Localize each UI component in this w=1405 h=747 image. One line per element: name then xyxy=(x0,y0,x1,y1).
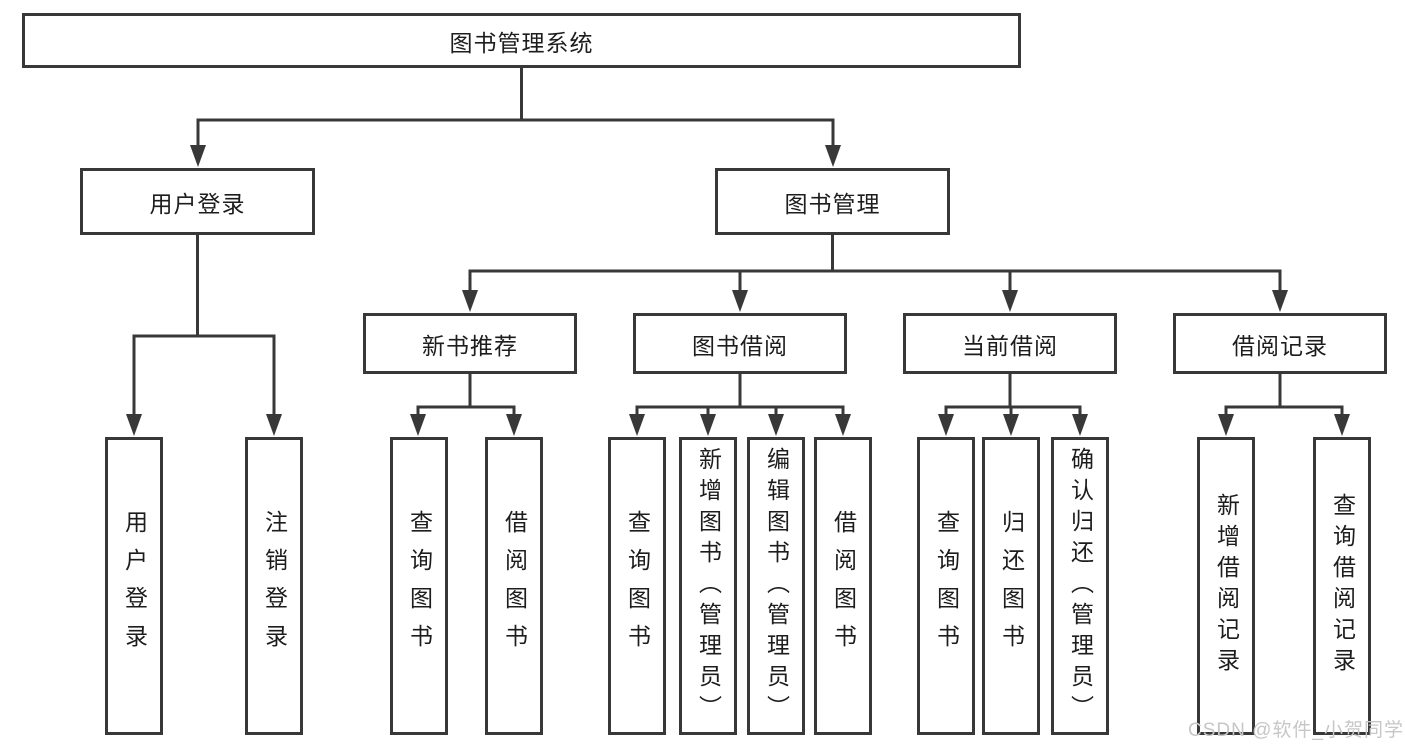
node-borrow-records-label: 借阅记录 xyxy=(1232,332,1328,359)
leaf-return-book-label: 归还图书 xyxy=(998,510,1025,662)
leaf-add-borrow-record-label: 新增借阅记录 xyxy=(1213,493,1240,679)
leaf-edit-book-admin-label: 编辑图书（管理员） xyxy=(763,446,790,726)
arrowheads xyxy=(126,145,1350,436)
leaf-borrow-books-recommend-label: 借阅图书 xyxy=(501,510,528,662)
leaf-query-books-recommend-label: 查询图书 xyxy=(406,510,433,662)
node-current-borrow: 当前借阅 xyxy=(903,313,1117,374)
node-root: 图书管理系统 xyxy=(22,13,1021,68)
node-user-login-label: 用户登录 xyxy=(149,190,246,217)
node-new-book-recommend: 新书推荐 xyxy=(363,313,577,374)
leaf-logout-label: 注销登录 xyxy=(261,510,288,662)
node-book-management-label: 图书管理 xyxy=(784,190,881,217)
csdn-watermark: CSDN @软件_小贺同学 xyxy=(1188,720,1404,741)
leaf-user-login-label: 用户登录 xyxy=(121,510,148,662)
node-current-borrow-label: 当前借阅 xyxy=(962,332,1058,359)
leaf-add-book-admin-label: 新增图书（管理员） xyxy=(695,446,722,726)
node-root-label: 图书管理系统 xyxy=(449,29,594,56)
node-book-management: 图书管理 xyxy=(715,168,950,235)
leaf-query-borrow-record: 查询借阅记录 xyxy=(1313,437,1371,735)
leaf-confirm-return-admin-label: 确认归还（管理员） xyxy=(1067,446,1094,726)
leaf-add-borrow-record: 新增借阅记录 xyxy=(1197,437,1255,735)
leaf-return-book: 归还图书 xyxy=(982,437,1040,735)
leaf-borrow-books: 借阅图书 xyxy=(814,437,872,735)
leaf-query-books-current: 查询图书 xyxy=(917,437,975,735)
leaf-add-book-admin: 新增图书（管理员） xyxy=(679,437,737,735)
node-book-borrow: 图书借阅 xyxy=(633,313,847,374)
leaf-user-login: 用户登录 xyxy=(105,437,163,735)
node-user-login: 用户登录 xyxy=(80,168,315,235)
leaf-query-books-borrow: 查询图书 xyxy=(608,437,666,735)
leaf-confirm-return-admin: 确认归还（管理员） xyxy=(1051,437,1109,735)
leaf-query-books-borrow-label: 查询图书 xyxy=(624,510,651,662)
node-new-book-recommend-label: 新书推荐 xyxy=(422,332,518,359)
leaf-logout: 注销登录 xyxy=(245,437,303,735)
leaf-edit-book-admin: 编辑图书（管理员） xyxy=(747,437,805,735)
leaf-query-books-recommend: 查询图书 xyxy=(390,437,448,735)
node-book-borrow-label: 图书借阅 xyxy=(692,332,788,359)
leaf-query-borrow-record-label: 查询借阅记录 xyxy=(1329,493,1356,679)
leaf-query-books-current-label: 查询图书 xyxy=(933,510,960,662)
node-borrow-records: 借阅记录 xyxy=(1173,313,1387,374)
leaf-borrow-books-recommend: 借阅图书 xyxy=(485,437,543,735)
leaf-borrow-books-label: 借阅图书 xyxy=(830,510,857,662)
